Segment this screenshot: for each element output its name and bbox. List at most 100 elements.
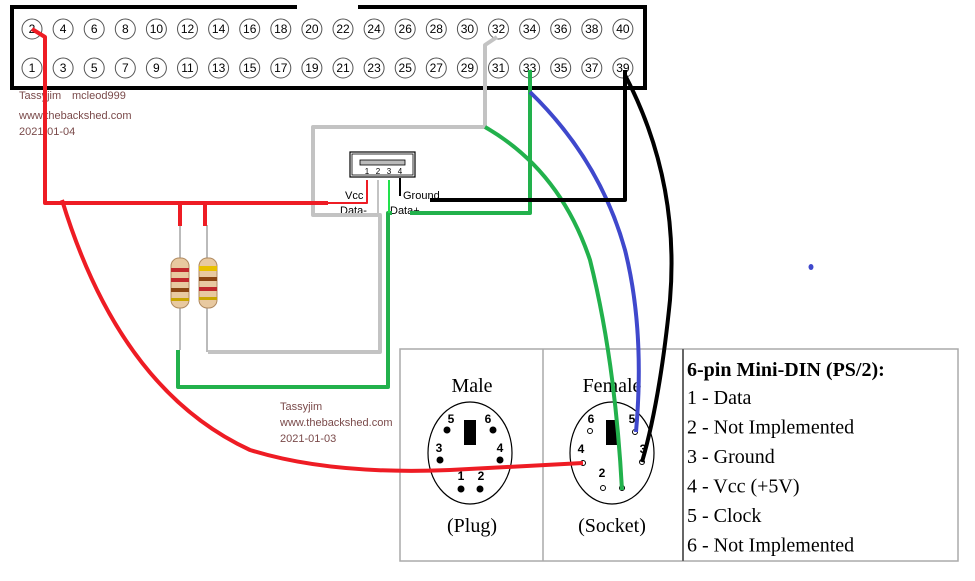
header-pin-15	[239, 57, 261, 79]
header-pin-25	[394, 57, 416, 79]
header-pin-5	[83, 57, 105, 79]
watermark-mid-name: Tassyjim	[280, 401, 322, 413]
header-pin-label-24: 24	[367, 22, 381, 36]
header-pin-26	[394, 18, 416, 40]
header-pin-12	[177, 18, 198, 40]
female-pin-4: 4	[578, 442, 585, 456]
header-pin-label-38: 38	[585, 22, 599, 36]
usb-pin-3: 3	[387, 167, 392, 176]
header-pin-label-15: 15	[243, 61, 257, 75]
header-pin-label-14: 14	[212, 22, 226, 36]
header-pin-label-17: 17	[274, 61, 288, 75]
stray-dot	[808, 264, 814, 270]
header-pin-label-7: 7	[122, 61, 129, 75]
header-pin-label-18: 18	[274, 22, 288, 36]
header-pin-label-8: 8	[122, 22, 129, 36]
male-connector: 5 6 3 4 1 2	[427, 401, 513, 505]
header-pin-label-23: 23	[367, 61, 381, 75]
header-pin-label-6: 6	[91, 22, 98, 36]
header-pin-10	[145, 18, 167, 40]
header-pin-label-36: 36	[554, 22, 568, 36]
male-pin-6: 6	[485, 412, 492, 426]
usb-pin-4: 4	[398, 167, 403, 176]
male-caption: (Plug)	[447, 515, 497, 537]
header-pin-19	[301, 57, 323, 79]
usb-connector: 1 2 3 4	[349, 151, 416, 178]
wire-vcc-to-socket	[60, 199, 584, 473]
header-pin-label-9: 9	[153, 61, 160, 75]
header-pin-14	[208, 18, 230, 40]
header-pin-24	[363, 18, 385, 40]
wire-clock	[528, 90, 641, 433]
male-pin-5: 5	[448, 412, 455, 426]
watermark-mid-date: 2021-01-03	[280, 433, 336, 445]
header-pin-4	[52, 18, 74, 40]
pin-description: 5 - Clock	[687, 505, 761, 527]
header-pin-16	[239, 18, 261, 40]
watermark-mid-site: www.thebackshed.com	[279, 417, 393, 429]
header-pin-label-37: 37	[585, 61, 599, 75]
male-pin-2: 2	[478, 469, 485, 483]
header-pin-31	[488, 57, 509, 79]
male-pin-3: 3	[436, 441, 443, 455]
header-pin-label-25: 25	[399, 61, 413, 75]
header-pin-label-34: 34	[523, 22, 537, 36]
header-pin-label-13: 13	[212, 61, 226, 75]
header-pin-label-40: 40	[616, 22, 630, 36]
resistor-left	[170, 225, 190, 350]
header-pin-label-31: 31	[492, 61, 506, 75]
header-pin-label-3: 3	[60, 61, 67, 75]
wire-ground	[430, 70, 627, 202]
header-pin-label-4: 4	[60, 22, 67, 36]
header-pin-label-22: 22	[336, 22, 350, 36]
header-pin-13	[208, 57, 230, 79]
header-pin-label-10: 10	[150, 22, 164, 36]
header-pin-6	[83, 18, 105, 40]
pin-description: 1 - Data	[687, 387, 752, 409]
header-pin-7	[114, 57, 136, 79]
header-pin-22	[332, 18, 354, 40]
male-pin-1: 1	[458, 469, 465, 483]
header-pin-label-27: 27	[430, 61, 444, 75]
female-pin-6: 6	[588, 412, 595, 426]
watermark-name-b: mcleod999	[72, 90, 126, 102]
header-pin-11	[177, 57, 198, 79]
header-pin-20	[301, 18, 323, 40]
header-pin-label-30: 30	[461, 22, 475, 36]
header-pin-27	[425, 57, 447, 79]
gpio-header-outline	[10, 5, 647, 90]
header-pin-21	[332, 57, 354, 79]
header-pin-23	[363, 57, 385, 79]
header-pin-32	[488, 18, 509, 40]
header-pin-28	[425, 18, 447, 40]
wire-ground-to-socket	[623, 74, 674, 463]
female-pin-2: 2	[599, 466, 606, 480]
header-pin-label-21: 21	[336, 61, 350, 75]
male-title: Male	[451, 375, 492, 397]
header-pin-18	[270, 18, 292, 40]
wire-vcc	[30, 27, 328, 205]
watermark-name-a: Tassyjim	[19, 90, 61, 102]
pin-description: 2 - Not Implemented	[687, 417, 854, 439]
female-connector: 6 5 4 3 2	[569, 401, 655, 505]
wire-data-plus	[176, 70, 532, 389]
usb-label-vcc: Vcc	[345, 190, 364, 202]
male-pin-4: 4	[497, 441, 504, 455]
wire-data-minus	[208, 35, 499, 354]
female-pin-3: 3	[640, 442, 647, 456]
resistor-right	[198, 225, 218, 352]
header-pin-label-1: 1	[29, 61, 36, 75]
header-pin-8	[114, 18, 136, 40]
watermark-date: 2021-01-04	[19, 126, 75, 138]
header-pin-36	[550, 18, 572, 40]
watermark-site: www.thebackshed.com	[18, 110, 132, 122]
pin-description: 3 - Ground	[687, 446, 775, 468]
header-pin-label-12: 12	[181, 22, 195, 36]
header-pin-label-29: 29	[461, 61, 475, 75]
table-title: 6-pin Mini-DIN (PS/2):	[687, 359, 885, 381]
header-pin-label-32: 32	[492, 22, 506, 36]
header-pin-label-16: 16	[243, 22, 257, 36]
header-pin-39	[612, 57, 634, 79]
